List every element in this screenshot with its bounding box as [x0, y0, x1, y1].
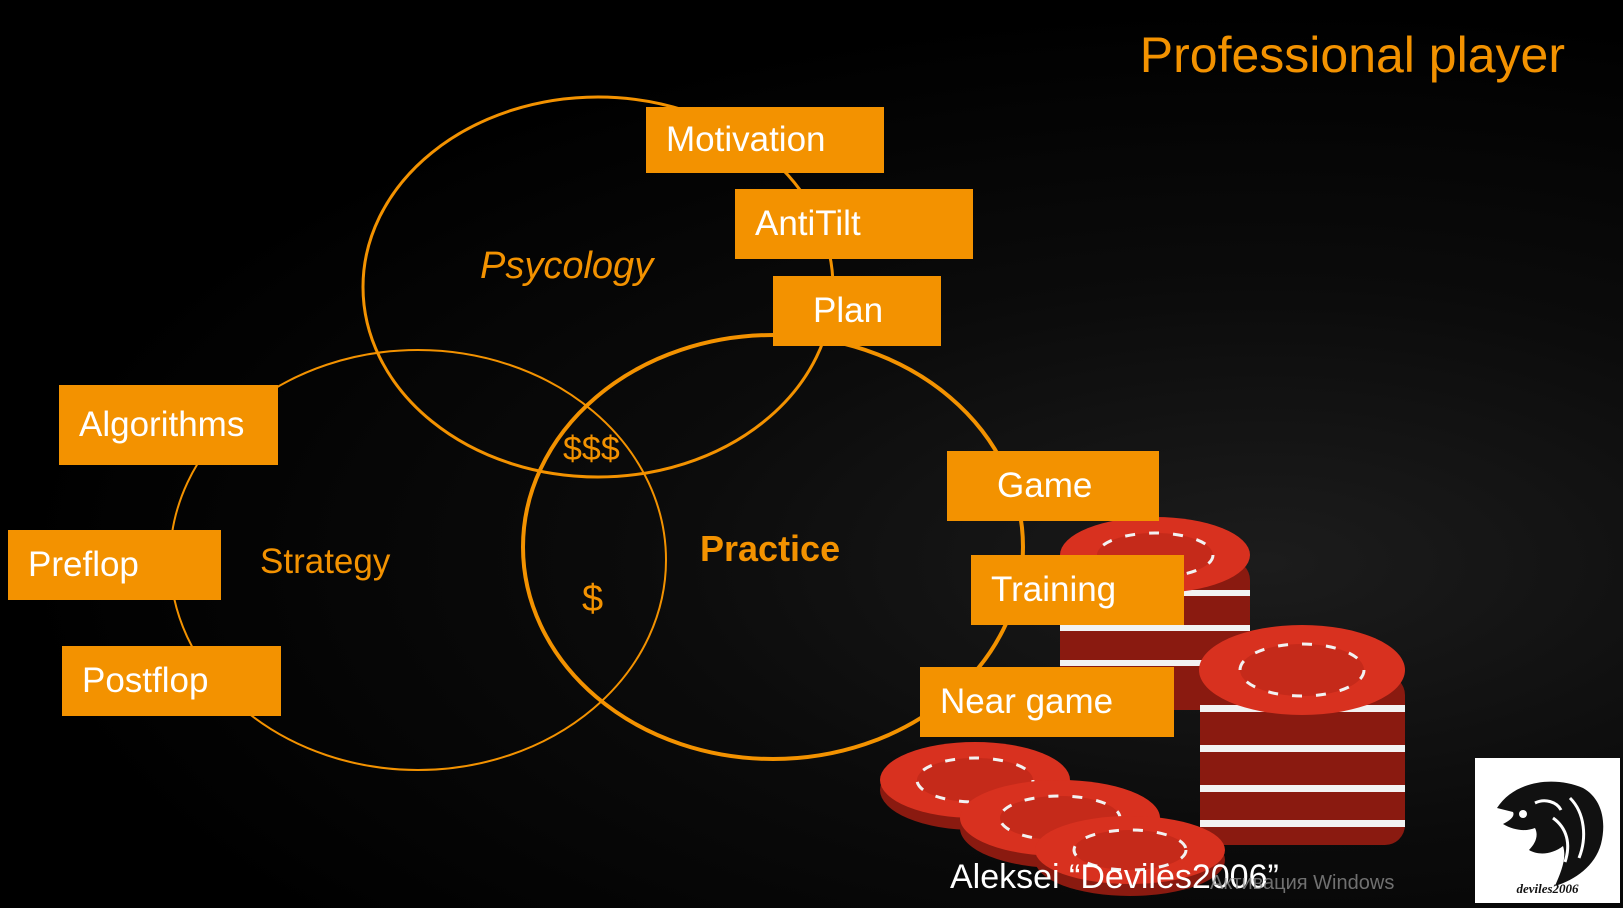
training-box: Training [971, 555, 1184, 625]
deviles2006-logo: deviles2006 [1475, 758, 1620, 903]
slide-title: Professional player [1139, 27, 1565, 83]
game-box: Game [947, 451, 1159, 521]
intersection-all-label: $$$ [563, 430, 620, 468]
intersection-strategy-practice-label: $ [582, 578, 604, 620]
antitilt-box: AntiTilt [735, 189, 973, 259]
near-game-box: Near game [920, 667, 1174, 737]
lion-logo-icon [1497, 781, 1604, 886]
algorithms-box: Algorithms [59, 385, 278, 465]
practice-label: Practice [700, 528, 841, 569]
postflop-box: Postflop [62, 646, 281, 716]
chip-stack-right [1199, 625, 1405, 845]
windows-activation-watermark: Активация Windows [1210, 872, 1395, 894]
preflop-box: Preflop [8, 530, 221, 600]
logo-text: deviles2006 [1516, 881, 1579, 896]
psychology-label: Psycology [480, 245, 654, 287]
strategy-label: Strategy [260, 542, 391, 581]
motivation-box: Motivation [646, 107, 884, 173]
chip-scatter [880, 742, 1225, 896]
plan-box: Plan [773, 276, 941, 346]
author-name: Aleksei “Deviles2006” [950, 858, 1279, 896]
